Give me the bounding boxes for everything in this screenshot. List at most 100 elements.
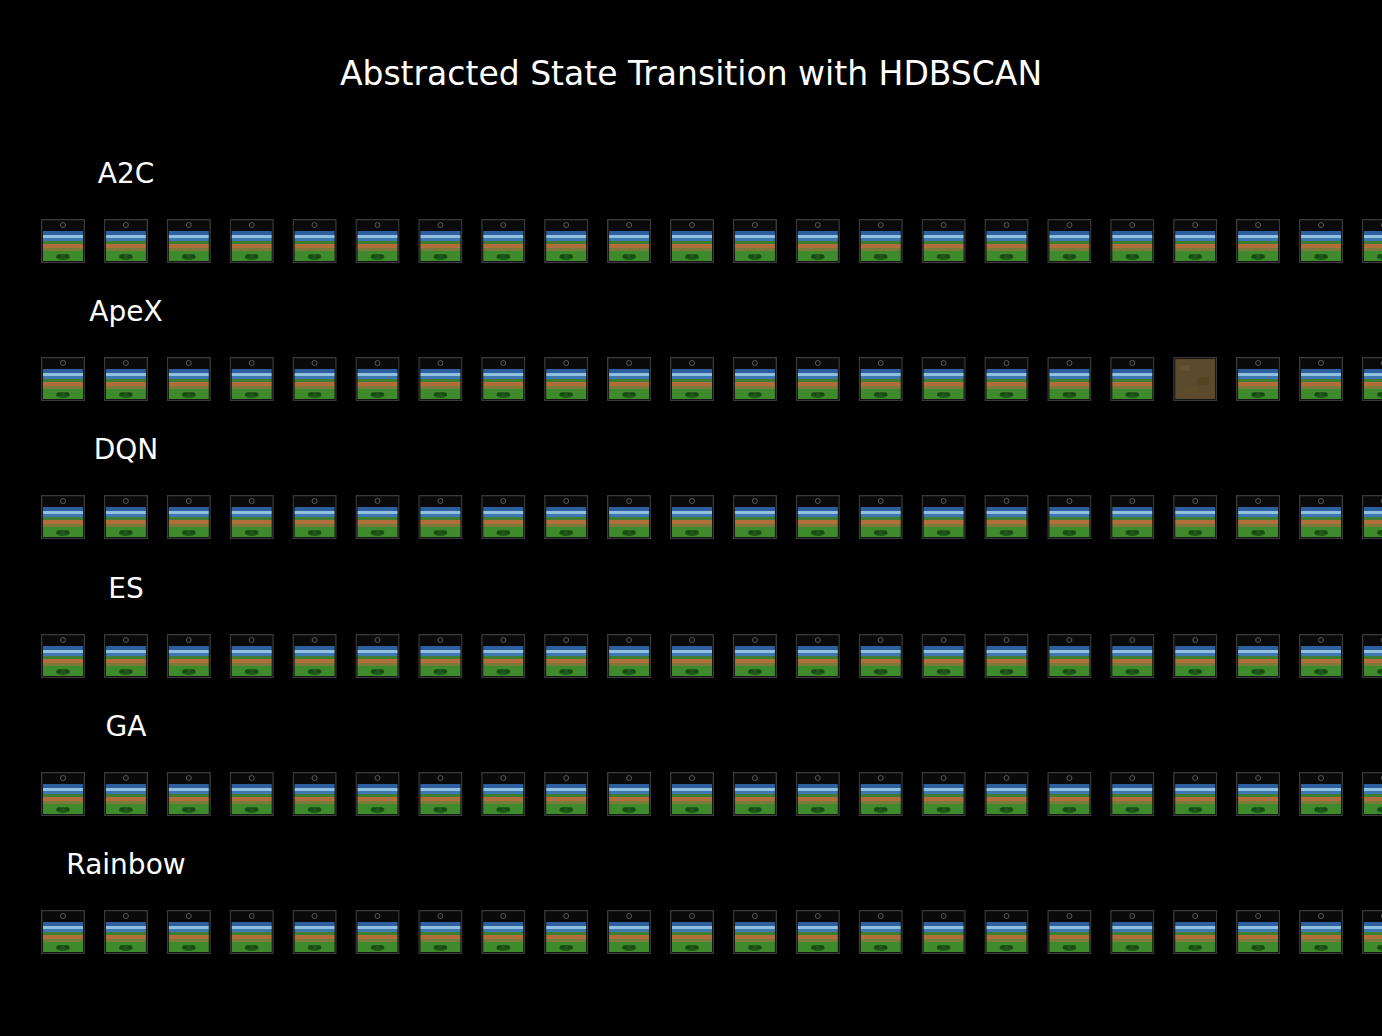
state-thumbnail: [733, 773, 776, 816]
state-thumbnail: [230, 358, 273, 401]
state-thumbnail: [545, 773, 588, 816]
state-thumbnail: [167, 496, 210, 539]
state-thumbnail: [104, 635, 147, 678]
state-thumbnails: [42, 220, 1382, 954]
state-thumbnail: [104, 496, 147, 539]
state-thumbnail: [1237, 911, 1280, 954]
state-thumbnail: [671, 496, 714, 539]
state-thumbnail: [1362, 220, 1382, 263]
state-thumbnail: [104, 220, 147, 263]
state-thumbnail: [1300, 358, 1343, 401]
state-thumbnail: [1174, 773, 1217, 816]
state-thumbnail: [293, 496, 336, 539]
state-thumbnail: [1111, 496, 1154, 539]
state-thumbnail: [356, 635, 399, 678]
state-thumbnail: [419, 635, 462, 678]
state-thumbnail: [419, 911, 462, 954]
state-thumbnail: [608, 635, 651, 678]
state-thumbnail: [104, 358, 147, 401]
state-thumbnail: [293, 773, 336, 816]
state-thumbnail: [1300, 496, 1343, 539]
state-thumbnail: [796, 496, 839, 539]
state-thumbnail: [42, 911, 85, 954]
state-thumbnail: [1362, 358, 1382, 401]
state-thumbnail: [293, 635, 336, 678]
row-label: DQN: [94, 433, 159, 467]
state-thumbnail: [167, 911, 210, 954]
state-thumbnail: [1300, 773, 1343, 816]
state-thumbnail: [482, 496, 525, 539]
state-thumbnail: [1362, 635, 1382, 678]
state-thumbnail: [608, 220, 651, 263]
state-thumbnail: [104, 773, 147, 816]
state-thumbnail: [42, 773, 85, 816]
state-thumbnail: [985, 773, 1028, 816]
state-thumbnail: [1237, 220, 1280, 263]
state-thumbnail: [1048, 635, 1091, 678]
state-thumbnail: [733, 911, 776, 954]
state-thumbnail: [796, 358, 839, 401]
state-thumbnail: [796, 911, 839, 954]
state-thumbnail: [733, 220, 776, 263]
state-thumbnail: [733, 496, 776, 539]
state-thumbnail: [671, 911, 714, 954]
state-thumbnail: [356, 496, 399, 539]
state-thumbnail: [42, 358, 85, 401]
state-thumbnail: [42, 635, 85, 678]
state-thumbnail: [356, 220, 399, 263]
state-thumbnail: [104, 911, 147, 954]
state-thumbnail: [1111, 220, 1154, 263]
state-thumbnail: [608, 496, 651, 539]
state-thumbnail: [419, 773, 462, 816]
state-thumbnail: [859, 773, 902, 816]
state-thumbnail: [1174, 220, 1217, 263]
state-thumbnail: [167, 773, 210, 816]
state-thumbnail: [671, 773, 714, 816]
state-thumbnail: [1237, 773, 1280, 816]
state-thumbnail: [1300, 220, 1343, 263]
state-thumbnail: [733, 635, 776, 678]
state-thumbnail: [1362, 911, 1382, 954]
state-thumbnail: [796, 773, 839, 816]
state-thumbnail: [985, 635, 1028, 678]
state-thumbnail: [1048, 773, 1091, 816]
state-thumbnail: [1111, 635, 1154, 678]
state-thumbnail: [859, 496, 902, 539]
state-thumbnail: [1048, 358, 1091, 401]
row-label: ES: [108, 572, 143, 606]
state-thumbnail: [293, 220, 336, 263]
state-thumbnail: [1048, 220, 1091, 263]
state-thumbnail: [985, 911, 1028, 954]
state-thumbnail: [293, 358, 336, 401]
state-thumbnail: [1237, 496, 1280, 539]
state-thumbnail: [985, 220, 1028, 263]
state-thumbnail: [1237, 358, 1280, 401]
state-thumbnail: [545, 635, 588, 678]
state-thumbnail: [545, 496, 588, 539]
state-thumbnail: [356, 773, 399, 816]
state-thumbnail: [545, 358, 588, 401]
state-thumbnail: [1174, 496, 1217, 539]
state-thumbnail: [1362, 773, 1382, 816]
state-thumbnail: [608, 358, 651, 401]
state-thumbnail: [42, 220, 85, 263]
state-thumbnail: [1362, 496, 1382, 539]
state-thumbnail: [167, 358, 210, 401]
row-label: ApeX: [89, 295, 162, 329]
state-thumbnail: [733, 358, 776, 401]
state-thumbnail: [1174, 635, 1217, 678]
state-thumbnail: [482, 358, 525, 401]
state-thumbnail: [419, 496, 462, 539]
chart-title: Abstracted State Transition with HDBSCAN: [340, 54, 1042, 94]
state-thumbnail: [922, 773, 965, 816]
state-thumbnail: [1111, 358, 1154, 401]
state-thumbnail: [671, 358, 714, 401]
state-thumbnail: [922, 358, 965, 401]
state-thumbnail: [671, 635, 714, 678]
state-thumbnail: [482, 773, 525, 816]
state-thumbnail: [1048, 911, 1091, 954]
state-thumbnail: [230, 220, 273, 263]
state-thumbnail: [608, 911, 651, 954]
state-thumbnail: [796, 635, 839, 678]
